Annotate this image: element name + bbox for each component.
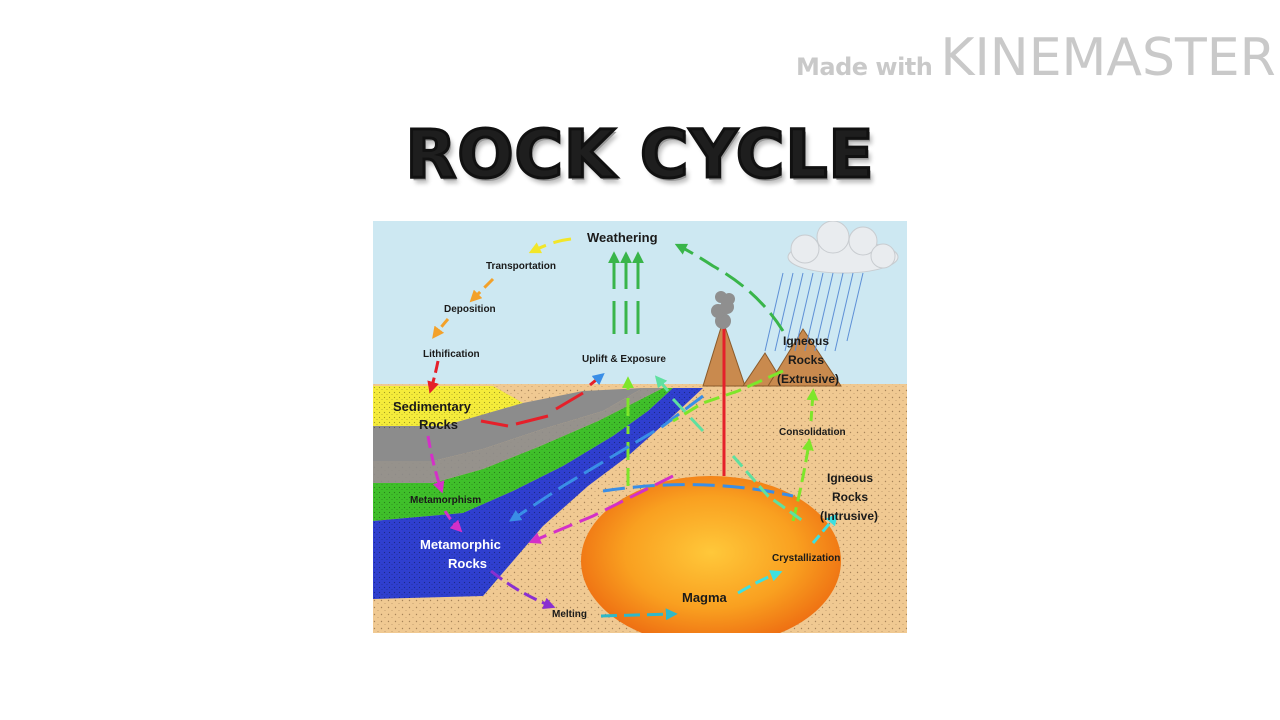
label-deposition: Deposition <box>444 304 496 315</box>
label-weathering: Weathering <box>587 230 658 245</box>
magma-chamber <box>581 476 841 633</box>
arrow-metamorphic-melting <box>490 569 556 609</box>
arrow-intrusive-metamorphic <box>528 474 674 544</box>
arrow-lithification-sedimentary <box>427 360 440 394</box>
watermark-prefix: Made with <box>796 53 933 81</box>
label-transportation: Transportation <box>486 261 556 272</box>
arrow-magma-uplift <box>658 379 705 433</box>
label-igneous-extrusive-3: (Extrusive) <box>777 372 839 386</box>
label-igneous-extrusive-1: Igneous <box>783 334 829 348</box>
arrow-transportation-deposition <box>469 277 495 303</box>
kinemaster-watermark: Made with KINEMASTER <box>796 30 1276 86</box>
volcano-smoke <box>711 291 735 329</box>
rock-cycle-diagram: Weathering Transportation Deposition Lit… <box>373 221 907 633</box>
mountain-2 <box>767 328 842 387</box>
arrow-magma-ring <box>602 483 794 498</box>
label-crystallization: Crystallization <box>772 553 840 564</box>
label-sedimentary-2: Rocks <box>419 417 458 432</box>
arrow-weathering-transportation <box>528 237 572 254</box>
arrow-magma-rise <box>731 455 804 523</box>
sediment-gray-band-2 <box>373 388 663 483</box>
label-igneous-intrusive-2: Rocks <box>832 490 868 504</box>
rain-cloud <box>787 221 899 274</box>
label-lithification: Lithification <box>423 349 480 360</box>
arrow-magma-crystallization <box>737 570 783 595</box>
arrow-deposition-lithification <box>432 318 450 339</box>
label-metamorphism: Metamorphism <box>410 495 481 506</box>
arrow-metamorphism-metamorphic <box>443 510 463 533</box>
arrow-extrusive-uplift <box>672 369 784 423</box>
arrow-melting-magma <box>600 608 678 621</box>
label-igneous-extrusive-2: Rocks <box>788 353 824 367</box>
label-igneous-intrusive-3: (Intrusive) <box>820 509 878 523</box>
arrow-sedimentary-metamorphic <box>426 435 445 494</box>
label-metamorphic-1: Metamorphic <box>420 537 501 552</box>
arrow-igneous-metamorphic <box>508 394 704 522</box>
label-melting: Melting <box>552 609 587 620</box>
page-title: ROCK CYCLE <box>404 116 875 193</box>
label-igneous-intrusive-1: Igneous <box>827 471 873 485</box>
arrow-sedimentary-uplift <box>480 376 601 428</box>
arrow-extrusive-weathering <box>674 243 785 332</box>
arrow-crystallization-intrusive <box>811 513 839 544</box>
arrow-consolidation-extrusive <box>806 388 819 422</box>
label-uplift: Uplift & Exposure <box>582 354 666 365</box>
label-consolidation: Consolidation <box>779 427 846 438</box>
label-metamorphic-2: Rocks <box>448 556 487 571</box>
diagram-labels: Weathering Transportation Deposition Lit… <box>393 230 878 620</box>
rain <box>764 272 864 352</box>
watermark-brand: KINEMASTER <box>940 28 1276 88</box>
label-sedimentary-1: Sedimentary <box>393 399 472 414</box>
cycle-arrows <box>426 237 839 621</box>
label-magma: Magma <box>682 590 728 605</box>
